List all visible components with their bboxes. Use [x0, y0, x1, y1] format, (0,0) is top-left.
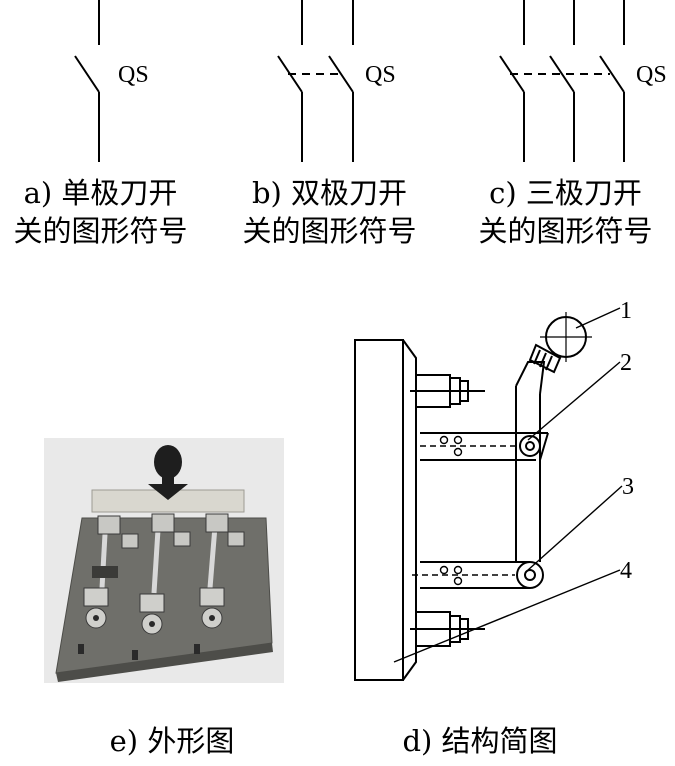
- caption-double-line1: b) 双极刀开: [251, 176, 408, 210]
- caption-triple-line2: 关的图形符号: [478, 214, 653, 248]
- symbol-tag-double: QS: [365, 62, 396, 88]
- caption-single-line2: 关的图形符号: [13, 214, 188, 248]
- symbol-tag-single: QS: [118, 62, 149, 88]
- caption-single-line1: a) 单极刀开: [23, 176, 178, 210]
- callout-4: 4: [620, 558, 632, 584]
- base-block: [354, 339, 417, 681]
- upper-terminal: [410, 374, 485, 408]
- callout-3: 3: [622, 474, 634, 500]
- callout-1: 1: [620, 298, 632, 324]
- upper-arm: [420, 432, 549, 461]
- switch-symbols: QS QS QS: [74, 0, 667, 162]
- lower-terminal: [410, 611, 485, 647]
- caption-photo: e) 外形图: [109, 724, 235, 758]
- triple-pole-symbol: [499, 0, 625, 162]
- symbol-tag-triple: QS: [636, 62, 667, 88]
- structure-diagram: 1 2 3 4: [354, 298, 634, 681]
- caption-triple-pole: c) 三极刀开 关的图形符号: [468, 174, 663, 250]
- caption-single-pole: a) 单极刀开 关的图形符号: [8, 174, 193, 250]
- connecting-blade: [515, 361, 546, 562]
- double-pole-symbol: [277, 0, 354, 162]
- knife-switch-photo: [44, 438, 284, 683]
- callout-2: 2: [620, 350, 632, 376]
- lower-arm: [412, 561, 544, 589]
- caption-double-pole: b) 双极刀开 关的图形符号: [232, 174, 427, 250]
- caption-double-line2: 关的图形符号: [242, 214, 417, 248]
- single-pole-symbol: [74, 0, 100, 162]
- caption-structure: d) 结构简图: [402, 724, 558, 758]
- handle-assembly: [528, 312, 592, 374]
- caption-triple-line1: c) 三极刀开: [489, 176, 642, 210]
- handle-knob: [154, 445, 182, 479]
